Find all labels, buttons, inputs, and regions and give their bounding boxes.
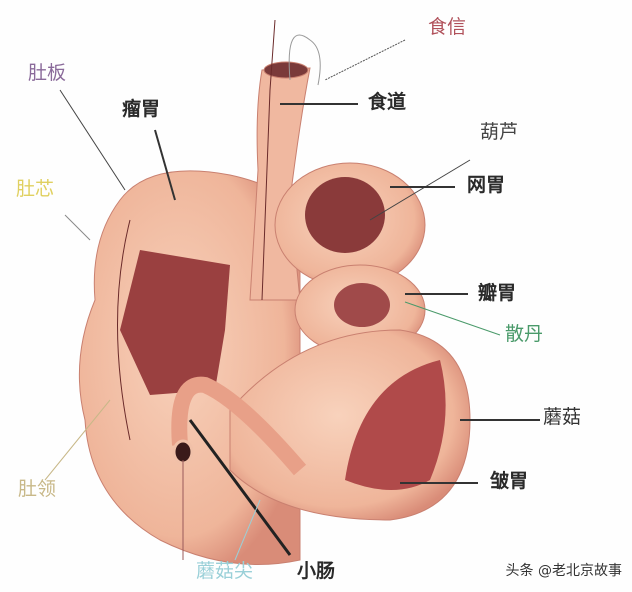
label-hulu: 葫芦 — [480, 121, 519, 143]
label-banwei: 瓣胃 — [478, 282, 517, 304]
label-shidao: 食道 — [368, 91, 407, 113]
small-intestine — [171, 376, 307, 476]
label-zhouwei: 皱胃 — [490, 470, 529, 492]
label-duxin: 肚芯 — [16, 178, 55, 200]
label-liuwei: 瘤胃 — [122, 98, 161, 120]
label-duban: 肚板 — [28, 62, 67, 84]
label-duling: 肚领 — [18, 478, 57, 500]
watermark: 头条 @老北京故事 — [505, 563, 622, 579]
label-shixin: 食信 — [428, 16, 467, 38]
label-xiaochang: 小肠 — [297, 560, 336, 582]
label-sandan: 散丹 — [505, 323, 544, 345]
label-wangwei: 网胃 — [467, 174, 506, 196]
label-mogujian: 蘑菇尖 — [196, 560, 254, 582]
label-mogu: 蘑菇 — [543, 406, 582, 428]
